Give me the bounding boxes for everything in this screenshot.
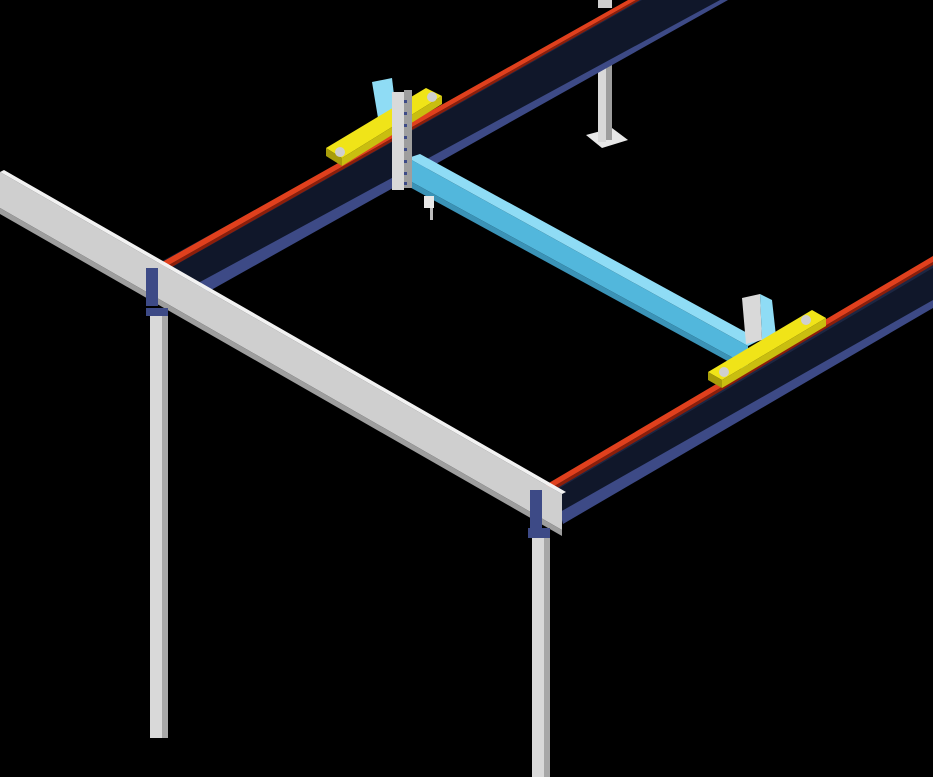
column-front-right xyxy=(528,490,550,777)
bridge-girder-bottom xyxy=(404,180,748,370)
end-truck-left-end xyxy=(326,148,342,166)
end-truck-right-top xyxy=(708,310,826,380)
column-front-left-bracket xyxy=(146,308,168,316)
header-beam-top xyxy=(0,170,566,494)
runway-beam-left xyxy=(152,0,728,294)
column-front-left-face xyxy=(150,310,162,738)
header-beam-front xyxy=(0,172,562,530)
end-truck-right-end xyxy=(708,372,722,388)
bolt-pattern-left xyxy=(404,100,407,185)
header-beam-underside xyxy=(0,208,562,536)
column-front-left xyxy=(146,268,168,738)
column-front-left-side xyxy=(162,312,168,738)
column-back-side xyxy=(606,58,612,140)
wheel-icon xyxy=(801,315,811,325)
end-truck-left-connector xyxy=(372,78,396,118)
column-front-right-face xyxy=(532,532,544,777)
column-back xyxy=(586,0,628,148)
hook-icon xyxy=(430,208,433,220)
column-front-right-side xyxy=(544,534,550,777)
column-front-right-bracket xyxy=(528,528,550,538)
runway-left-bottom-flange xyxy=(200,0,728,294)
bridge-girder-top xyxy=(408,154,760,346)
wheel-icon xyxy=(335,147,345,157)
runway-right-bottom-flange xyxy=(560,300,933,524)
bridge-girder-web xyxy=(408,158,748,366)
wheel-icon xyxy=(427,92,437,102)
bridge-girder xyxy=(404,154,760,370)
hoist xyxy=(424,196,434,220)
end-plate-left-face xyxy=(392,92,404,190)
runway-right-web xyxy=(548,268,933,520)
column-back-top xyxy=(598,0,612,8)
end-truck-left-top xyxy=(326,88,442,158)
column-front-right-cap-plate xyxy=(530,490,542,530)
end-plate-right-face xyxy=(742,294,762,344)
runway-left-web xyxy=(160,0,720,290)
end-truck-right-connector xyxy=(760,294,776,340)
column-back-face xyxy=(598,60,606,142)
end-truck-right-side xyxy=(722,318,826,388)
hoist-body xyxy=(424,196,434,208)
column-front-left-cap-plate xyxy=(146,268,158,306)
end-truck-right xyxy=(708,294,826,388)
header-beam xyxy=(0,170,566,536)
end-plate-left-side xyxy=(404,90,412,188)
wheel-icon xyxy=(719,367,729,377)
end-truck-left xyxy=(326,78,442,190)
